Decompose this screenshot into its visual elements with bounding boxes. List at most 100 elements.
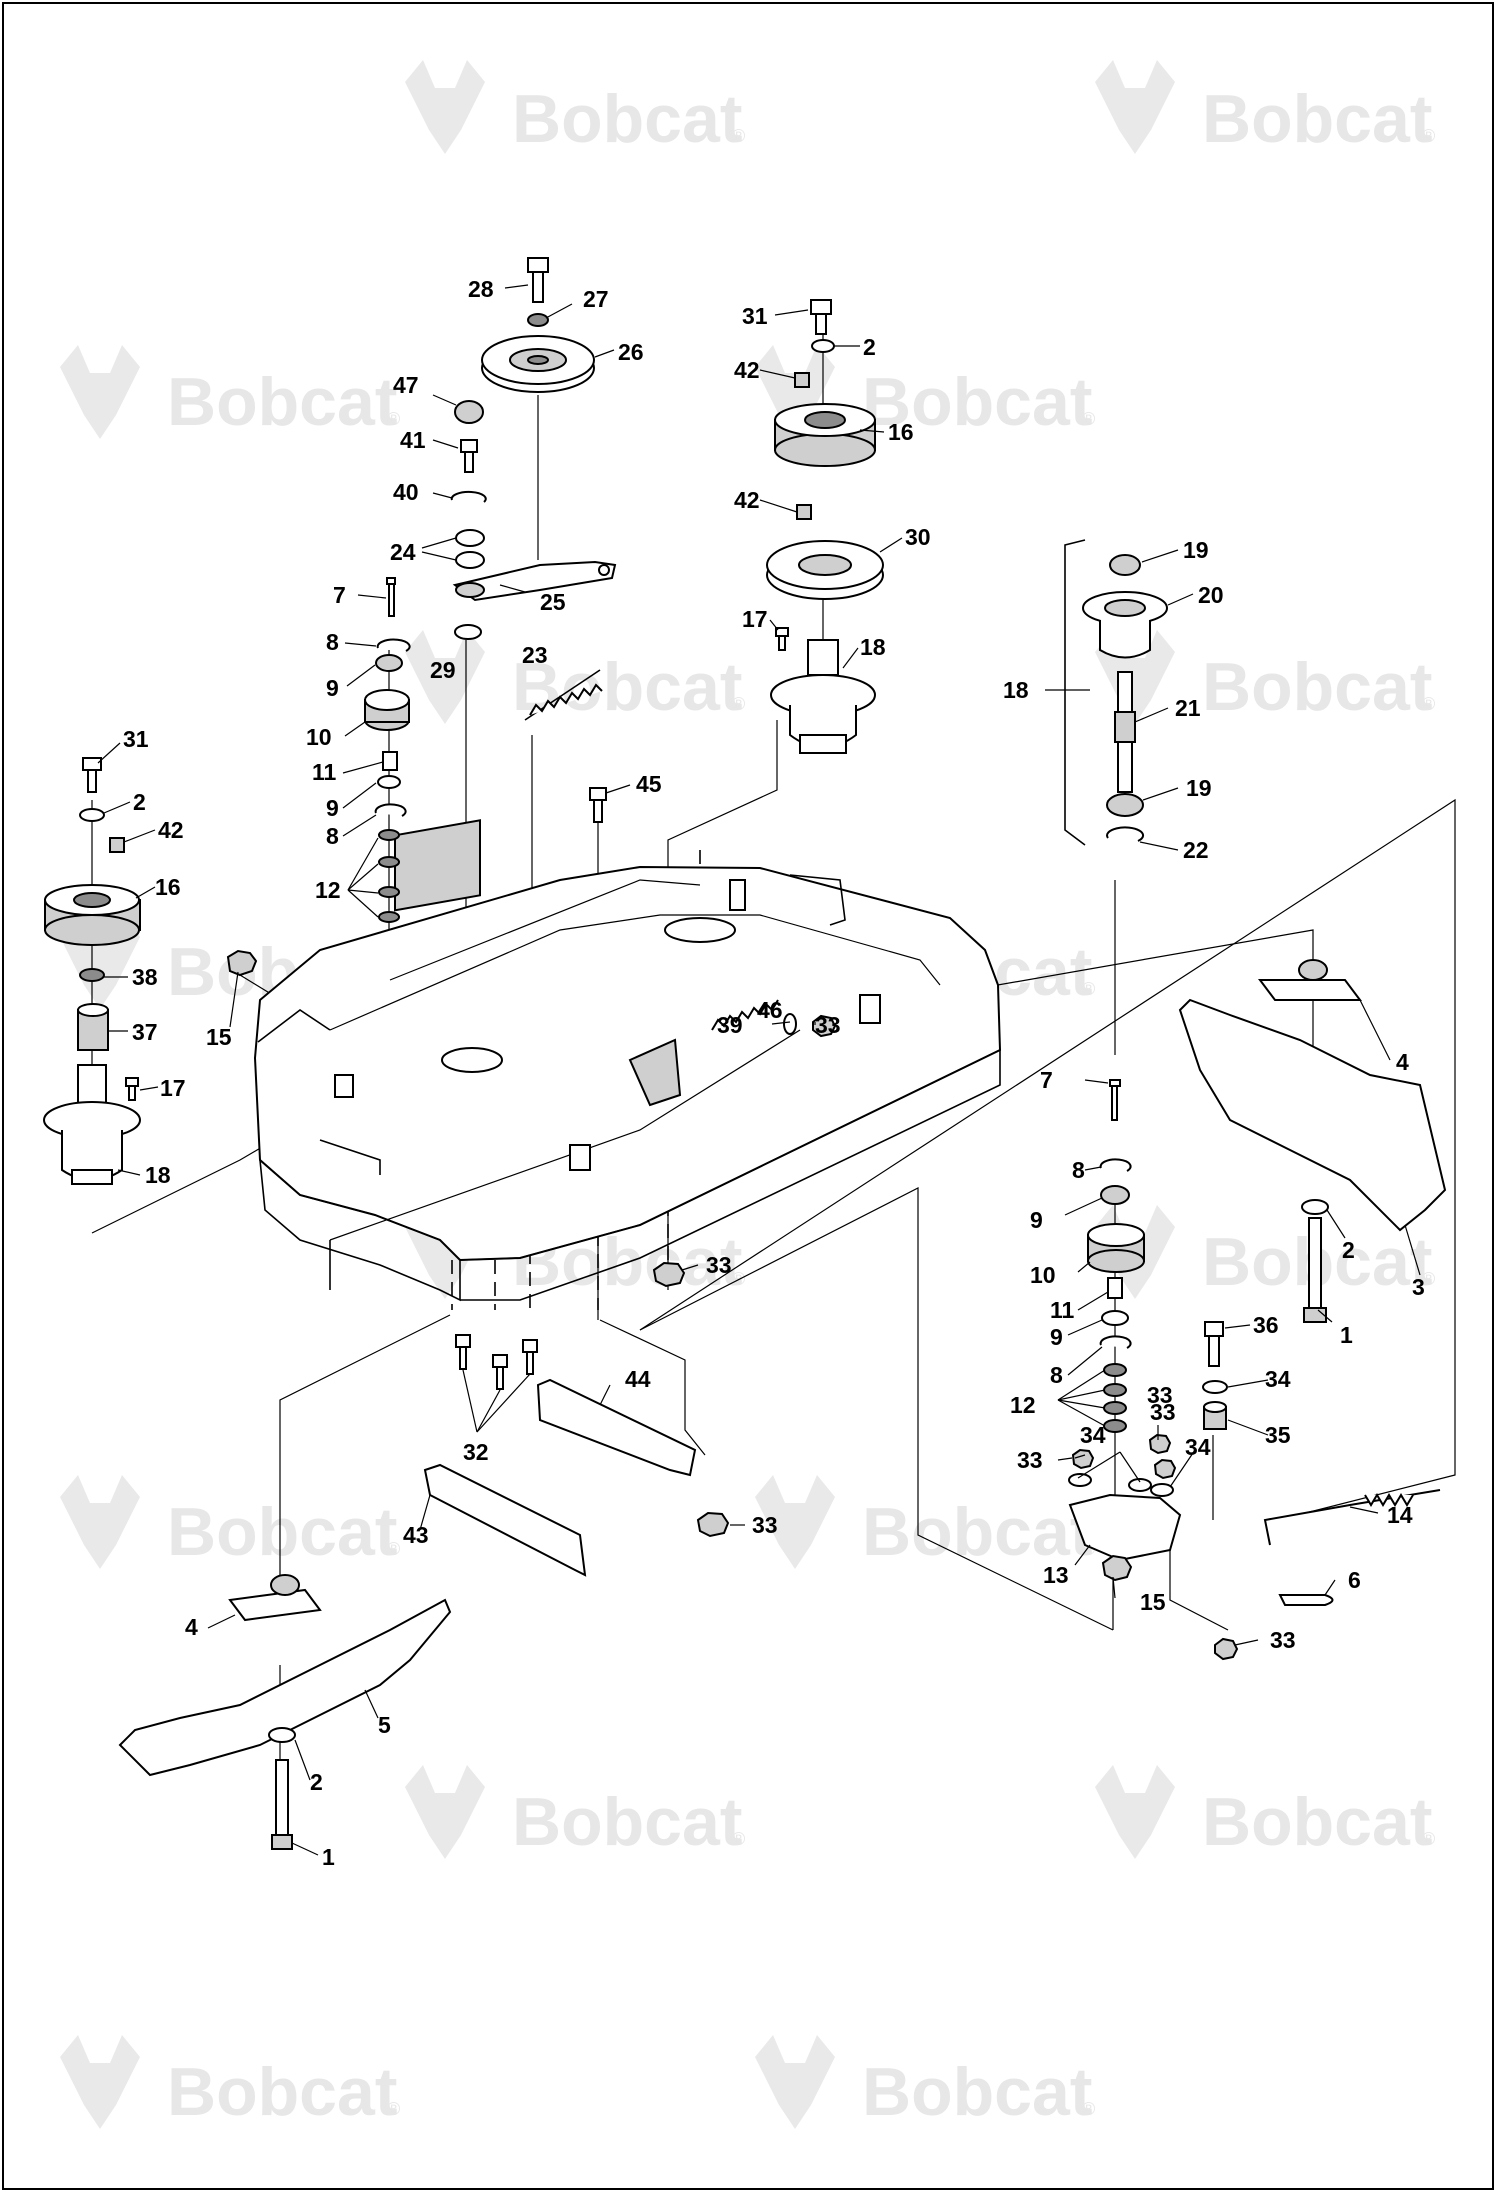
pulley-30-icon: [766, 540, 884, 600]
callout-18: 18: [145, 1162, 171, 1188]
grease-fitting-17-icon: [125, 1077, 139, 1101]
baffle-43-icon: [423, 1463, 587, 1577]
callout-33: 33: [752, 1512, 778, 1538]
key-42-icon: [796, 504, 812, 520]
callout-2: 2: [133, 789, 146, 815]
watermark-brand: Bobcat: [167, 364, 397, 440]
callout-19: 19: [1183, 537, 1209, 563]
callout-34: 34: [1265, 1366, 1291, 1392]
watermark-logo-icon: [755, 2035, 835, 2129]
watermark-reg-mark: ®: [1422, 694, 1435, 714]
callout-15: 15: [1140, 1589, 1166, 1615]
callout-35: 35: [1265, 1422, 1291, 1448]
gear-pulley-16-icon: [774, 403, 876, 467]
callout-16: 16: [155, 874, 181, 900]
callout-9: 9: [326, 675, 339, 701]
bolt-45-icon: [589, 787, 607, 823]
bearing-19-icon: [1106, 793, 1144, 817]
callout-8: 8: [1072, 1157, 1085, 1183]
callout-21: 21: [1175, 695, 1201, 721]
callout-26: 26: [618, 339, 644, 365]
washer-27-icon: [527, 313, 549, 327]
callout-1: 1: [322, 1844, 335, 1870]
callout-7: 7: [333, 582, 346, 608]
watermark-logo-icon: [755, 345, 835, 439]
parts: [43, 257, 1447, 1850]
key-42-icon: [109, 837, 125, 853]
callout-2: 2: [863, 334, 876, 360]
callout-23: 23: [522, 642, 548, 668]
bushing-9-icon: [1100, 1185, 1130, 1205]
callout-17: 17: [742, 606, 768, 632]
callout-13: 13: [1043, 1562, 1069, 1588]
bearing-24-icon: [455, 529, 485, 547]
nut-33-icon: [812, 1014, 837, 1038]
callout-17: 17: [160, 1075, 186, 1101]
callout-2: 2: [1342, 1237, 1355, 1263]
callout-1: 1: [1340, 1322, 1353, 1348]
washer-12-icon: [378, 911, 400, 923]
callout-41: 41: [400, 427, 426, 453]
blade-5-icon: [118, 1598, 452, 1777]
watermark-logo-icon: [60, 2035, 140, 2129]
callout-43: 43: [403, 1522, 429, 1548]
nut-33-icon: [1214, 1637, 1239, 1661]
spacer-35-icon: [1203, 1401, 1227, 1430]
watermark-reg-mark: ®: [387, 409, 400, 429]
callout-42: 42: [158, 817, 184, 843]
snap-ring-8-icon: [376, 638, 411, 652]
callout-8: 8: [1050, 1362, 1063, 1388]
callout-33: 33: [1147, 1382, 1173, 1408]
bolt-31-icon: [810, 299, 832, 335]
callout-19: 19: [1186, 775, 1212, 801]
watermark-reg-mark: ®: [1082, 979, 1095, 999]
washer-34-icon: [1068, 1473, 1092, 1487]
callout-9: 9: [1050, 1324, 1063, 1350]
watermark-reg-mark: ®: [1422, 1829, 1435, 1849]
watermark-brand: Bobcat: [1202, 649, 1432, 725]
callout-14: 14: [1387, 1502, 1413, 1528]
spindle-18-icon: [43, 1064, 141, 1185]
callout-7: 7: [1040, 1067, 1053, 1093]
watermark-reg-mark: ®: [732, 1829, 745, 1849]
callout-30: 30: [905, 524, 931, 550]
watermark-brand: Bobcat: [862, 364, 1092, 440]
watermark-brand: Bobcat: [512, 1784, 742, 1860]
spindle-housing-20-icon: [1082, 591, 1168, 659]
gear-10-icon: [1087, 1223, 1145, 1273]
callout-40: 40: [393, 479, 419, 505]
washer-34-icon: [1202, 1380, 1228, 1394]
pin-7-icon: [1109, 1079, 1121, 1121]
grease-fitting-17-icon: [775, 627, 789, 651]
clip-6-icon: [1278, 1594, 1334, 1606]
watermark-logo-icon: [755, 1475, 835, 1569]
callout-45: 45: [636, 771, 662, 797]
callout-12: 12: [315, 877, 341, 903]
key-42-icon: [794, 372, 810, 388]
snap-ring-8-icon: [374, 803, 407, 817]
bolt-32-icon: [522, 1339, 538, 1375]
watermark-reg-mark: ®: [1082, 2099, 1095, 2119]
callout-22: 22: [1183, 837, 1209, 863]
callout-42: 42: [734, 357, 760, 383]
bolt-28-icon: [527, 257, 549, 303]
callout-37: 37: [132, 1019, 158, 1045]
leader-lines: [97, 284, 1421, 1856]
washer-12-icon: [378, 886, 400, 898]
washer-12-icon: [1103, 1383, 1127, 1397]
washer-9-icon: [377, 775, 401, 789]
gear-pulley-16-icon: [44, 884, 141, 946]
watermark-logo-icon: [1095, 60, 1175, 154]
washer-46-icon: [783, 1013, 797, 1035]
bushing-9-icon: [375, 654, 403, 672]
callout-46: 46: [757, 997, 783, 1023]
watermark-logo-icon: [405, 630, 485, 724]
cap-47-icon: [454, 400, 484, 424]
callout-39: 39: [717, 1012, 743, 1038]
callout-33: 33: [1150, 1399, 1176, 1425]
bolt-36-icon: [1204, 1321, 1224, 1367]
callout-11: 11: [312, 759, 337, 785]
